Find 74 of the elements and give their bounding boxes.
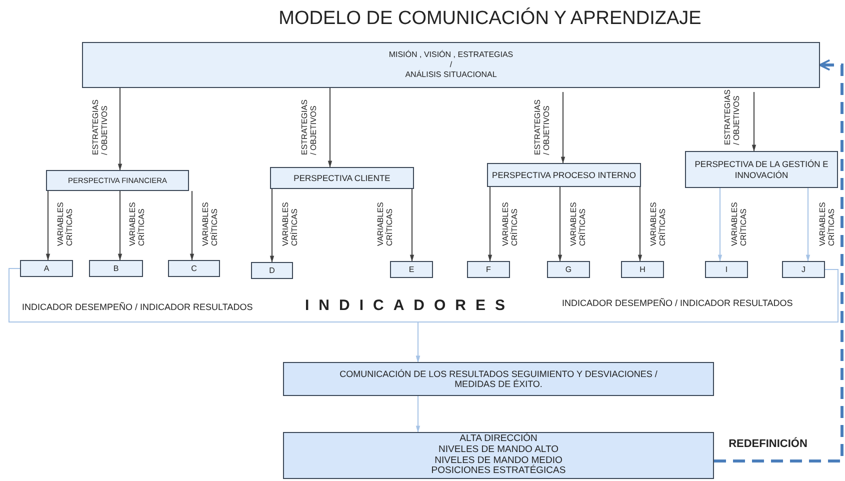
arrow xyxy=(410,188,414,262)
arrow xyxy=(46,190,50,261)
box-text: E xyxy=(408,264,414,274)
process-box xyxy=(46,170,189,191)
process-box xyxy=(487,163,641,187)
process-box xyxy=(685,151,838,188)
arrow xyxy=(190,190,194,261)
edge-label: ESTRATEGIAS / OBJETIVOS xyxy=(724,91,742,145)
arrow xyxy=(488,186,492,262)
box-text: POSICIONES ESTRATÉGICAS xyxy=(431,466,566,478)
edge-label: VARIABLES CRÍTICAS xyxy=(282,201,300,246)
process-box xyxy=(251,262,293,279)
box-text: MISIÓN , VISIÓN , ESTRATEGIAS xyxy=(388,50,514,60)
box-text: J xyxy=(802,264,806,274)
box-text: H xyxy=(640,264,646,274)
process-box xyxy=(621,261,664,278)
box-text: D xyxy=(269,266,275,276)
box-text: I xyxy=(725,264,728,274)
edge-label: VARIABLES CRÍTICAS xyxy=(129,201,147,246)
arrow xyxy=(328,88,332,168)
arrow xyxy=(118,88,122,171)
arrow xyxy=(752,92,756,152)
process-box xyxy=(283,432,714,479)
arrow xyxy=(558,186,562,262)
edge-label: VARIABLES CRÍTICAS xyxy=(731,201,749,246)
edge-label: VARIABLES CRÍTICAS xyxy=(650,201,668,246)
process-box xyxy=(283,362,714,396)
box-text: ALTA DIRECCIÓN xyxy=(460,434,538,445)
process-box xyxy=(270,167,414,189)
process-box xyxy=(782,261,825,278)
arrow xyxy=(560,92,566,164)
note-text: INDICADOR DESEMPEÑO / INDICADOR RESULTADOS xyxy=(22,302,253,312)
box-text: NIVELES DE MANDO MEDIO xyxy=(434,456,562,466)
box-text: PERSPECTIVA CLIENTE xyxy=(294,172,390,184)
box-text: COMUNICACIÓN DE LOS RESULTADOS SEGUIMIENTO Y DESVIACIONES / MEDIDAS DE ÉXITO. xyxy=(338,368,658,390)
edge-label: ESTRATEGIAS / OBJETIVOS xyxy=(92,101,110,155)
note-text: INDICADOR DESEMPEÑO / INDICADOR RESULTADOS xyxy=(562,298,793,308)
arrow xyxy=(638,186,642,262)
edge-label: VARIABLES CRÍTICAS xyxy=(502,201,520,246)
process-box xyxy=(705,261,748,278)
arrow xyxy=(118,190,122,261)
edge-label: VARIABLES CRÍTICAS xyxy=(377,201,395,246)
arrow xyxy=(416,396,420,433)
arrow xyxy=(718,188,722,262)
edge-label: VARIABLES CRÍTICAS xyxy=(819,201,837,246)
box-text: PERSPECTIVA PROCESO INTERNO xyxy=(492,170,636,180)
dashed-feedback-arrow xyxy=(714,59,844,462)
section-heading: INDICADORES xyxy=(305,297,515,314)
box-text: C xyxy=(191,264,197,274)
process-box xyxy=(82,42,820,88)
box-text: ANÁLISIS SITUACIONAL xyxy=(405,70,497,80)
process-box xyxy=(467,261,510,278)
edge-label: VARIABLES CRÍTICAS xyxy=(57,201,75,246)
process-box xyxy=(20,260,73,277)
box-text: G xyxy=(565,264,572,274)
edge-label: ESTRATEGIAS / OBJETIVOS xyxy=(534,101,552,155)
arrow xyxy=(270,188,274,263)
edge-label: ESTRATEGIAS / OBJETIVOS xyxy=(301,101,319,155)
edge-label: VARIABLES CRÍTICAS xyxy=(202,201,220,246)
process-box xyxy=(390,261,433,278)
box-text: / xyxy=(450,60,452,70)
edge-label: VARIABLES CRÍTICAS xyxy=(570,201,588,246)
arrow xyxy=(806,188,810,262)
diagram-title: MODELO DE COMUNICACIÓN Y APRENDIZAJE xyxy=(278,8,702,30)
process-box xyxy=(89,260,143,277)
box-text: B xyxy=(113,264,119,274)
arrow xyxy=(416,269,838,363)
box-text: NIVELES DE MANDO ALTO xyxy=(438,444,559,456)
process-box xyxy=(547,261,590,278)
process-box xyxy=(168,260,220,277)
edge-label: REDEFINICIÓN xyxy=(728,438,808,450)
box-text: A xyxy=(44,264,50,274)
box-text: PERSPECTIVA DE LA GESTIÓN E INNOVACIÓN xyxy=(694,158,830,180)
box-text: F xyxy=(486,264,491,274)
